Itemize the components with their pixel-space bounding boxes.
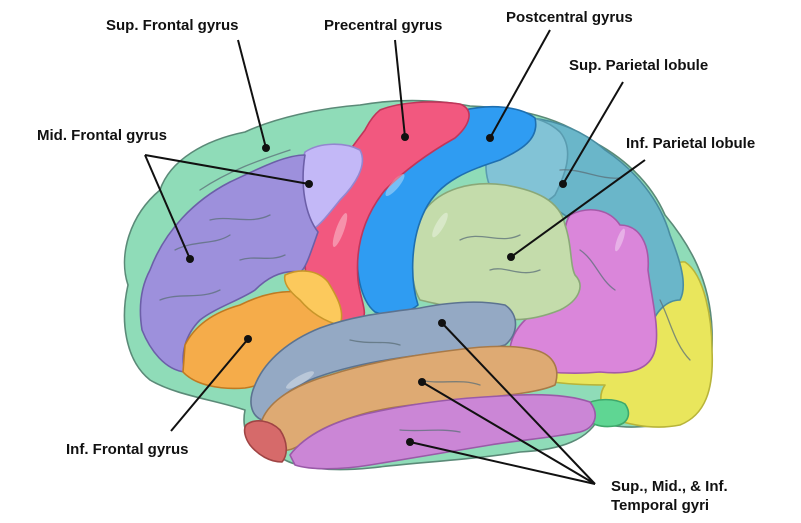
leader-inf-frontal bbox=[170, 338, 249, 432]
label-mid-frontal-gyrus: Mid. Frontal gyrus bbox=[37, 127, 168, 144]
label-sup-parietal-lobule: Sup. Parietal lobule bbox=[569, 57, 709, 74]
leader-mid-frontal-b bbox=[144, 154, 191, 260]
leader-lines bbox=[144, 29, 646, 485]
sulci bbox=[159, 149, 691, 433]
label-inf-parietal-lobule: Inf. Parietal lobule bbox=[626, 135, 756, 152]
leader-mid-temporal bbox=[421, 381, 596, 485]
dot-sup-parietal bbox=[559, 180, 567, 188]
label-temporal-gyri-line2: Temporal gyri bbox=[611, 497, 710, 514]
label-inf-frontal-gyrus: Inf. Frontal gyrus bbox=[66, 441, 189, 458]
region-temporal-pole bbox=[243, 420, 288, 463]
region-inferior-temporal bbox=[289, 393, 596, 470]
leader-inf-parietal bbox=[510, 159, 646, 258]
leader-inf-temporal bbox=[409, 441, 596, 485]
label-postcentral-gyrus: Postcentral gyrus bbox=[506, 9, 633, 26]
leader-sup-parietal bbox=[562, 81, 624, 185]
label-sup-frontal-gyrus: Sup. Frontal gyrus bbox=[106, 17, 239, 34]
dot-sup-frontal bbox=[262, 144, 270, 152]
label-temporal-gyri-line1: Sup., Mid., & Inf. bbox=[611, 478, 728, 495]
dot-sup-temporal bbox=[438, 319, 446, 327]
dot-mid-frontal-a bbox=[305, 180, 313, 188]
dot-postcentral bbox=[486, 134, 494, 142]
leader-precentral bbox=[394, 39, 406, 138]
region-inferior-parietal bbox=[411, 182, 581, 321]
highlights bbox=[286, 173, 625, 389]
dot-precentral bbox=[401, 133, 409, 141]
dot-inf-frontal bbox=[244, 335, 252, 343]
leader-sup-temporal bbox=[441, 322, 596, 485]
leader-mid-frontal-a bbox=[144, 154, 310, 185]
leader-postcentral bbox=[489, 29, 551, 139]
dot-inf-parietal bbox=[507, 253, 515, 261]
dot-mid-frontal-b bbox=[186, 255, 194, 263]
label-precentral-gyrus: Precentral gyrus bbox=[324, 17, 443, 34]
leader-sup-frontal bbox=[237, 39, 267, 149]
dot-inf-temporal bbox=[406, 438, 414, 446]
dot-mid-temporal bbox=[418, 378, 426, 386]
